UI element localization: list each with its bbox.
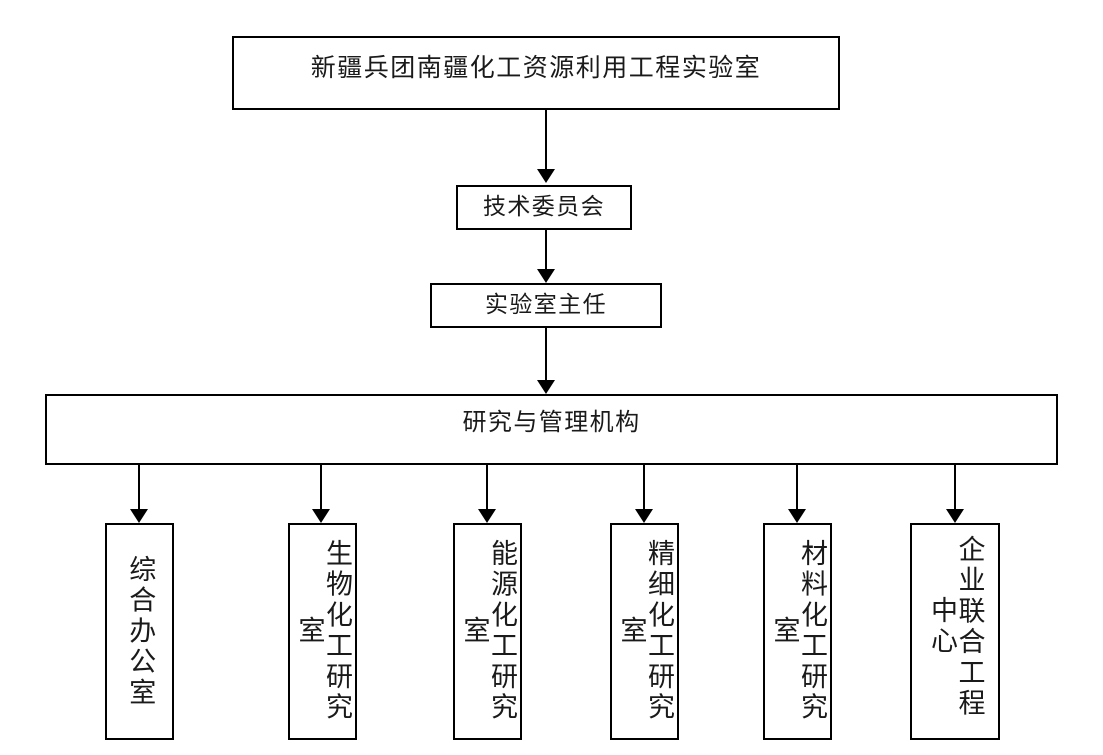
node-unit-fine-chemical-lab[interactable]: 精细化工研究室: [610, 523, 679, 740]
node-unit-general-office-label: 综合办公室: [124, 554, 156, 709]
node-research-management-label: 研究与管理机构: [462, 408, 641, 436]
node-laboratory-director[interactable]: 实验室主任: [430, 283, 662, 328]
connector-to-unit-5-line: [954, 465, 956, 509]
node-unit-enterprise-joint-engineering-center[interactable]: 企业联合工程中心: [910, 523, 1000, 740]
node-laboratory-title-label: 新疆兵团南疆化工资源利用工程实验室: [310, 53, 762, 82]
node-laboratory-title[interactable]: 新疆兵团南疆化工资源利用工程实验室: [232, 36, 840, 110]
connector-title-to-committee-arrowhead: [537, 169, 555, 183]
connector-to-unit-4-line: [796, 465, 798, 509]
connector-to-unit-3-arrowhead: [635, 509, 653, 523]
connector-to-unit-3-line: [643, 465, 645, 509]
connector-to-unit-1-line: [320, 465, 322, 509]
node-research-management[interactable]: 研究与管理机构: [45, 394, 1058, 465]
connector-committee-to-director-line: [545, 230, 547, 269]
node-technical-committee[interactable]: 技术委员会: [456, 185, 632, 230]
node-laboratory-director-label: 实验室主任: [485, 292, 607, 318]
connector-director-to-research-line: [545, 328, 547, 380]
connector-to-unit-2-line: [486, 465, 488, 509]
node-unit-enterprise-joint-engineering-center-label: 企业联合工程中心: [926, 534, 985, 720]
connector-to-unit-5-arrowhead: [946, 509, 964, 523]
connector-to-unit-2-arrowhead: [478, 509, 496, 523]
connector-to-unit-0-line: [138, 465, 140, 509]
node-unit-energy-chemical-lab-label: 能源化工研究室: [458, 539, 518, 724]
node-unit-biochemical-engineering-lab-label: 生物化工研究室: [293, 539, 353, 724]
connector-committee-to-director-arrowhead: [537, 269, 555, 283]
connector-to-unit-0-arrowhead: [130, 509, 148, 523]
connector-director-to-research-arrowhead: [537, 380, 555, 394]
node-unit-general-office[interactable]: 综合办公室: [105, 523, 174, 740]
connector-title-to-committee-line: [545, 110, 547, 169]
node-technical-committee-label: 技术委员会: [483, 194, 605, 220]
connector-to-unit-4-arrowhead: [788, 509, 806, 523]
node-unit-fine-chemical-lab-label: 精细化工研究室: [615, 539, 675, 724]
connector-to-unit-1-arrowhead: [312, 509, 330, 523]
node-unit-materials-chemical-lab[interactable]: 材料化工研究室: [763, 523, 832, 740]
node-unit-energy-chemical-lab[interactable]: 能源化工研究室: [453, 523, 522, 740]
node-unit-biochemical-engineering-lab[interactable]: 生物化工研究室: [288, 523, 357, 740]
node-unit-materials-chemical-lab-label: 材料化工研究室: [768, 539, 828, 724]
